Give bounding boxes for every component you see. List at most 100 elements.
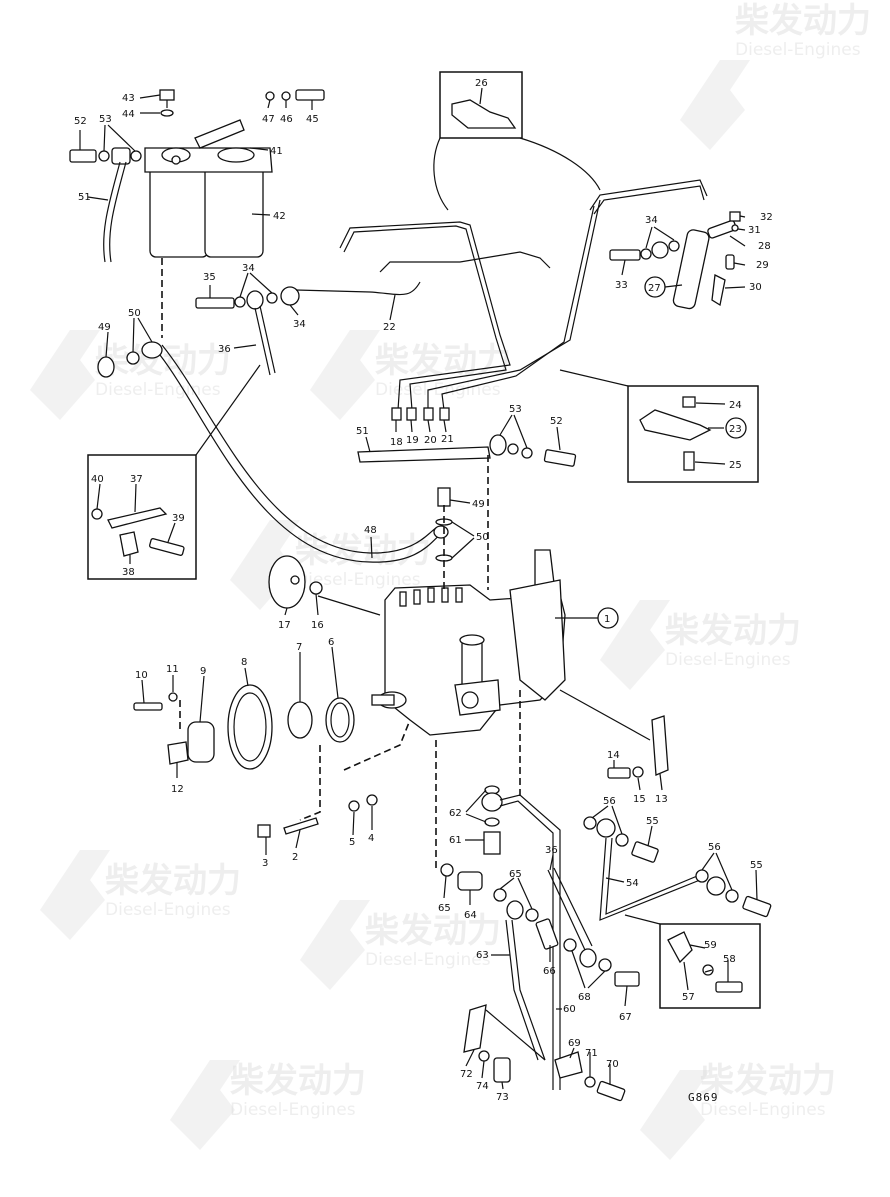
bolt-33: [609, 249, 641, 261]
washer-65: [440, 863, 454, 877]
label-6: 6: [328, 637, 334, 648]
bolt-52: [543, 449, 577, 467]
leader: [637, 777, 641, 791]
banjo-fitting: [579, 948, 597, 968]
injection-pump: [371, 487, 566, 736]
label-13: 13: [655, 794, 668, 805]
nut-3: [257, 824, 271, 838]
label-56: 56: [603, 796, 616, 807]
label-70: 70: [606, 1059, 619, 1070]
callout-circle-23: [725, 417, 747, 439]
leader: [295, 829, 301, 849]
banjo-bolt-49: [97, 356, 115, 378]
label-1: 1: [604, 614, 610, 625]
pipe-18: [339, 221, 511, 411]
watermark-en: Diesel-Engines: [365, 950, 491, 970]
watermark-cn: 柴发动力: [665, 611, 801, 651]
label-67: 67: [619, 1012, 632, 1023]
washer-5: [348, 800, 360, 812]
banjo-fitting: [706, 876, 726, 896]
watermark-mark: 柴发动力 Diesel-Engines: [30, 330, 231, 420]
sleeve-29: [725, 254, 735, 270]
leader: [465, 1049, 475, 1067]
label-2: 2: [292, 852, 298, 863]
label-71: 71: [585, 1048, 598, 1059]
label-55-b: 55: [750, 860, 763, 871]
label-31: 31: [748, 225, 761, 236]
leader: [289, 304, 299, 316]
label-23: 23: [729, 424, 742, 435]
leader: [694, 461, 726, 465]
delivery-valve: [441, 587, 449, 603]
leader: [427, 419, 431, 433]
watermark-cn: 柴发动力: [105, 861, 241, 901]
label-69: 69: [568, 1038, 581, 1049]
filter-bracket: [194, 119, 245, 149]
injector-27: [672, 229, 710, 310]
inset-box-26: [433, 71, 601, 211]
banjo-bolt-52: [69, 149, 97, 163]
leader: [410, 419, 413, 433]
callout-circle-1: [597, 607, 619, 629]
watermark-en: Diesel-Engines: [105, 900, 231, 920]
nut-21: [439, 407, 450, 421]
washer-56: [615, 833, 629, 847]
bolt-73: [493, 1057, 511, 1083]
label-59: 59: [704, 940, 717, 951]
label-43: 43: [122, 93, 135, 104]
coupling-9: [187, 721, 215, 763]
leader: [105, 331, 109, 358]
label-36-b: 36: [545, 845, 558, 856]
leader: [103, 124, 106, 152]
banjo-bolt-61: [483, 831, 501, 855]
part-labels: 1 2 3 4 5 6 7 8 9 10 11 12 13 14 15 16 1…: [74, 78, 773, 1103]
leader: [715, 852, 733, 891]
label-63: 63: [476, 950, 489, 961]
pipe-20: [427, 199, 601, 410]
label-61: 61: [449, 835, 462, 846]
label-62: 62: [449, 808, 462, 819]
label-60: 60: [563, 1004, 576, 1015]
label-32: 32: [760, 212, 773, 223]
watermark-en: Diesel-Engines: [295, 570, 421, 590]
washer-46: [281, 91, 291, 101]
washer-53: [521, 447, 533, 459]
leader: [251, 213, 271, 216]
label-46: 46: [280, 114, 293, 125]
watermark-en: Diesel-Engines: [230, 1100, 356, 1120]
washer-71: [584, 1076, 596, 1088]
label-27: 27: [648, 283, 661, 294]
leader: [695, 402, 726, 405]
leader: [549, 854, 554, 871]
banjo-fitting: [506, 900, 524, 920]
watermark-cn: 柴发动力: [295, 531, 431, 571]
lower-pipework: [435, 690, 772, 1102]
leader: [724, 286, 746, 289]
watermark-cn: 柴发动力: [365, 911, 501, 951]
bolt-55: [742, 895, 772, 918]
clamp-23: [639, 409, 712, 441]
rod-36-outline: [259, 305, 276, 374]
watermark-cn: 柴发动力: [735, 1, 871, 41]
leader: [737, 228, 746, 231]
washer-16: [309, 581, 323, 595]
fitting-64: [457, 871, 483, 891]
leader: [689, 944, 706, 949]
feed-pump-port: [461, 691, 479, 709]
leader: [443, 875, 447, 899]
pipe-36: [547, 869, 586, 951]
leader: [389, 294, 396, 321]
watermark-en: Diesel-Engines: [375, 380, 501, 400]
label-64: 64: [464, 910, 477, 921]
label-74: 74: [476, 1081, 489, 1092]
label-30: 30: [749, 282, 762, 293]
watermark-cn: 柴发动力: [700, 1061, 836, 1101]
pipe-51: [357, 446, 491, 463]
bolt-55: [631, 841, 659, 863]
leader: [647, 825, 653, 847]
label-51: 51: [78, 192, 91, 203]
watermark-mark: 柴发动力 Diesel-Engines: [300, 900, 501, 990]
filter-canister-right: [204, 164, 264, 258]
nut-24: [682, 396, 696, 408]
label-65-b: 65: [509, 869, 522, 880]
